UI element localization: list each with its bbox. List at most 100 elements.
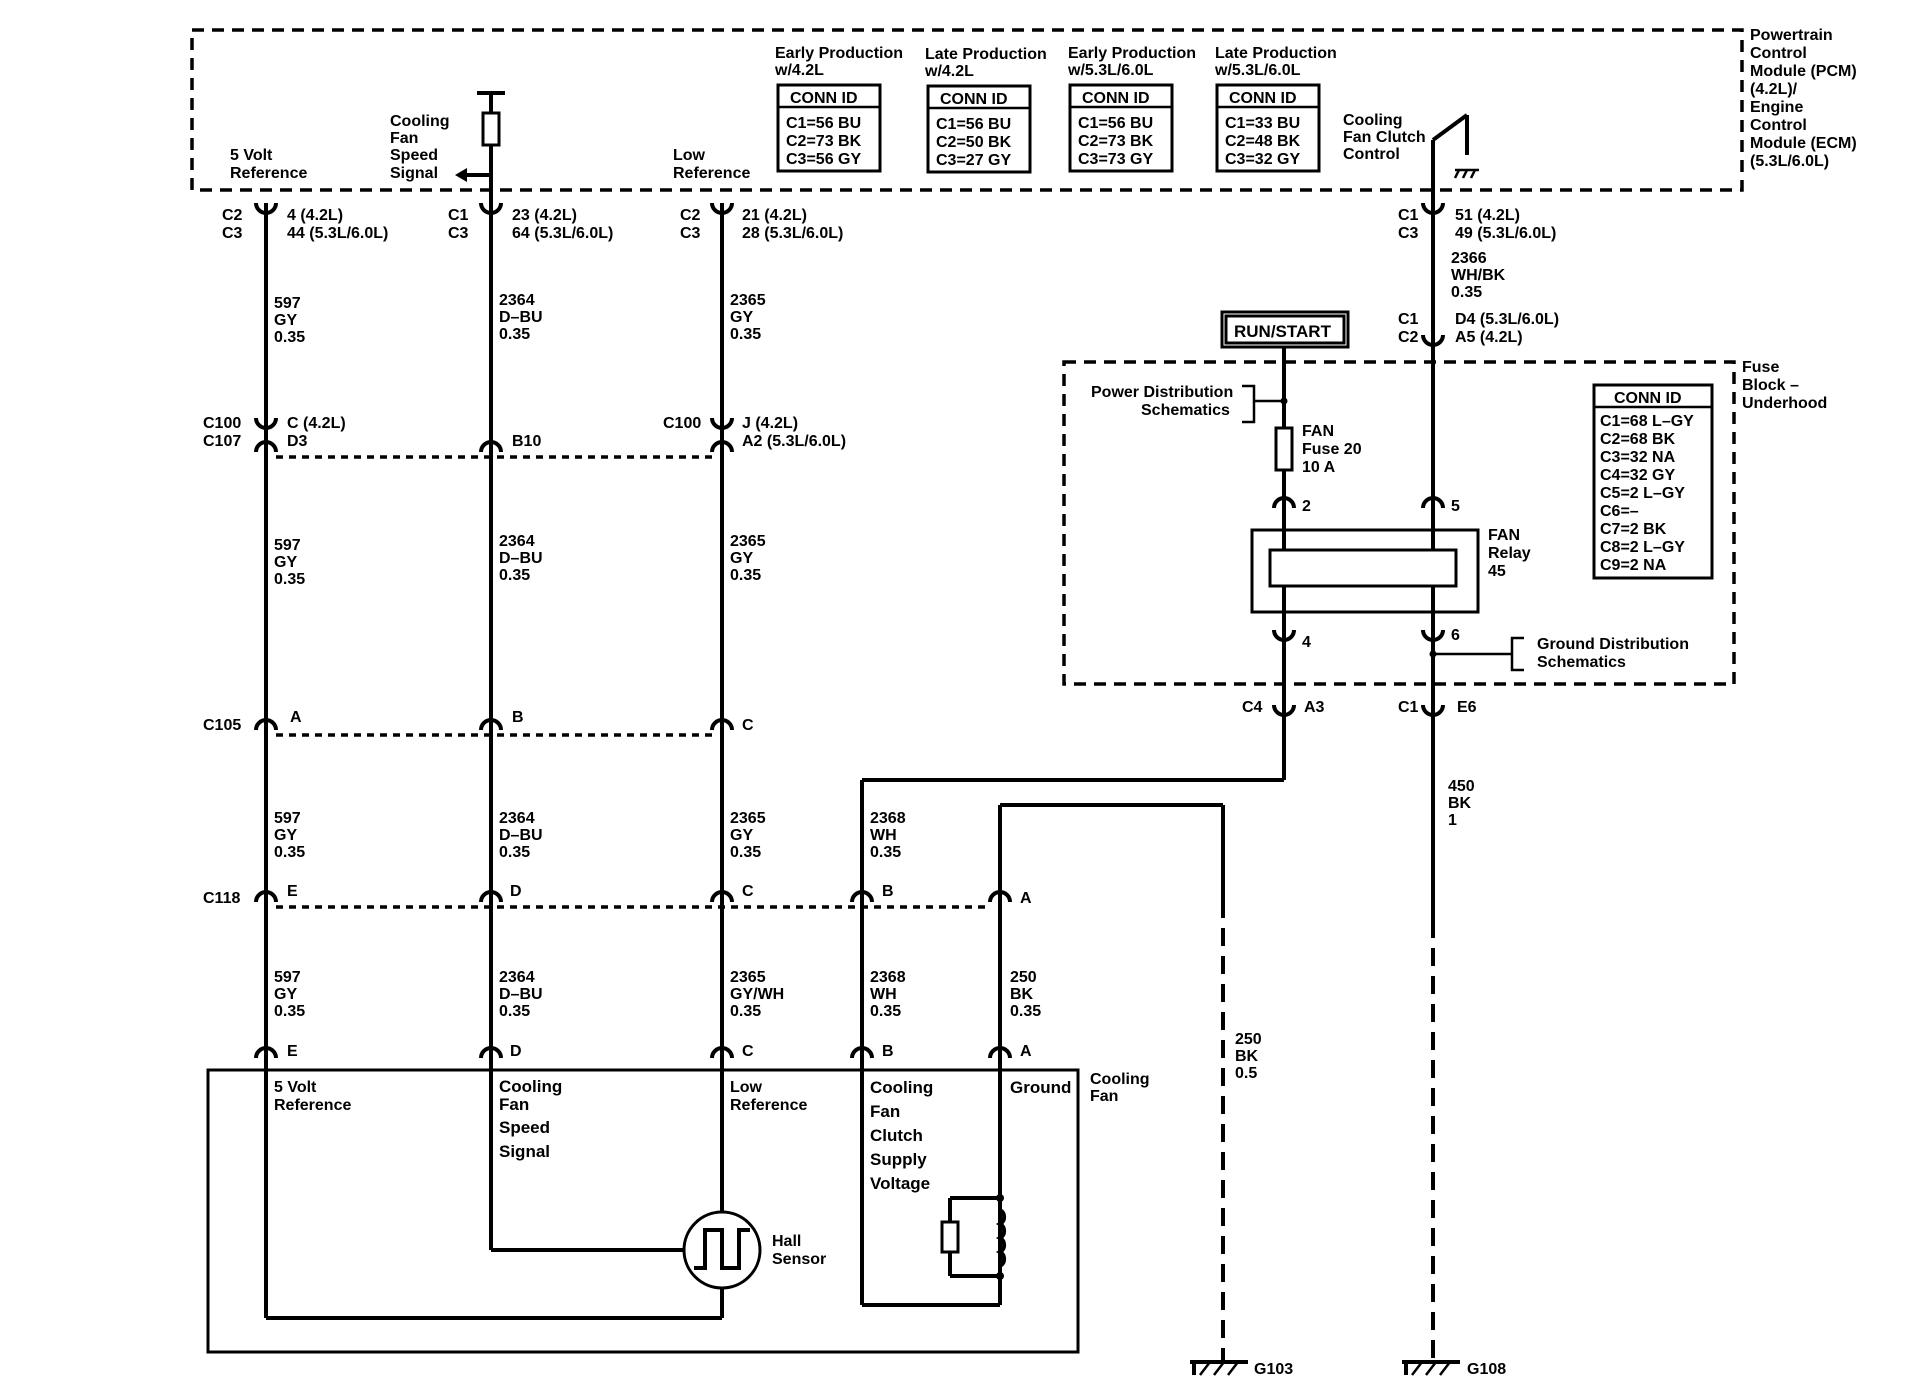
svg-text:C1: C1 xyxy=(448,207,469,224)
svg-text:250: 250 xyxy=(1235,1031,1262,1048)
inline-c100-c107-labels: C100 C107 C (4.2L) D3 B10 C100 J (4.2L) … xyxy=(203,415,846,450)
pcm-low-reference-label: Low Reference xyxy=(673,147,750,182)
svg-text:Cooling: Cooling xyxy=(499,1077,562,1096)
svg-text:597: 597 xyxy=(274,537,301,554)
svg-text:WH/BK: WH/BK xyxy=(1451,267,1506,284)
svg-text:Cooling: Cooling xyxy=(1090,1071,1150,1088)
svg-text:5 Volt: 5 Volt xyxy=(230,147,273,164)
svg-text:C3: C3 xyxy=(222,225,243,242)
svg-text:E: E xyxy=(287,1043,298,1060)
svg-text:C2=73 BK: C2=73 BK xyxy=(1078,133,1154,150)
inline-connector-links xyxy=(276,455,990,909)
cooling-fan-label: Cooling Fan xyxy=(1090,1071,1150,1105)
fan-relay-icon xyxy=(1250,508,1480,630)
inline-c105-labels: C105 A B C xyxy=(203,709,754,734)
svg-text:Module (PCM): Module (PCM) xyxy=(1750,63,1857,80)
svg-text:0.35: 0.35 xyxy=(730,326,761,343)
svg-text:A2 (5.3L/6.0L): A2 (5.3L/6.0L) xyxy=(742,433,846,450)
wire-2365 xyxy=(266,203,724,1320)
svg-text:2: 2 xyxy=(1302,498,1311,515)
svg-text:C3=73 GY: C3=73 GY xyxy=(1078,151,1153,168)
svg-text:28 (5.3L/6.0L): 28 (5.3L/6.0L) xyxy=(742,225,843,242)
svg-text:CONN ID: CONN ID xyxy=(790,90,858,107)
pcm-module-label: Powertrain Control Module (PCM) (4.2L)/ … xyxy=(1750,27,1857,170)
svg-text:Fan: Fan xyxy=(1090,1088,1118,1105)
svg-text:C: C xyxy=(742,1043,754,1060)
ground-g108-label: G108 xyxy=(1467,1361,1506,1378)
svg-text:Control: Control xyxy=(1750,45,1807,62)
svg-text:w/5.3L/6.0L: w/5.3L/6.0L xyxy=(1067,62,1154,79)
pcm-pin-labels-2365: C2 C3 21 (4.2L) 28 (5.3L/6.0L) xyxy=(680,207,843,242)
svg-text:0.35: 0.35 xyxy=(730,844,761,861)
clutch-coil-icon xyxy=(940,1194,1007,1280)
svg-text:C1: C1 xyxy=(1398,699,1419,716)
svg-text:Reference: Reference xyxy=(730,1097,807,1114)
svg-text:0.35: 0.35 xyxy=(870,1003,901,1020)
svg-text:C7=2 BK: C7=2 BK xyxy=(1600,521,1667,538)
inline-c118-labels: C118 E D C B A xyxy=(203,883,1032,907)
svg-text:CONN ID: CONN ID xyxy=(1229,90,1297,107)
svg-text:D: D xyxy=(510,1043,522,1060)
ground-g103-label: G103 xyxy=(1254,1361,1293,1378)
svg-text:C5=2 L–GY: C5=2 L–GY xyxy=(1600,485,1685,502)
svg-text:Fan: Fan xyxy=(390,130,418,147)
svg-text:C3: C3 xyxy=(680,225,701,242)
svg-text:Speed: Speed xyxy=(499,1118,550,1137)
fan-5v-reference-label: 5 Volt Reference xyxy=(274,1079,351,1114)
svg-text:Engine: Engine xyxy=(1750,99,1803,116)
signal-arrow-icon xyxy=(455,168,491,182)
svg-text:A: A xyxy=(1020,890,1032,907)
svg-text:BK: BK xyxy=(1448,795,1472,812)
svg-text:51 (4.2L): 51 (4.2L) xyxy=(1455,207,1520,224)
svg-text:C1=56 BU: C1=56 BU xyxy=(1078,115,1153,132)
pcm-pin-labels-2364: C1 C3 23 (4.2L) 64 (5.3L/6.0L) xyxy=(448,207,613,242)
ground-g108-icon xyxy=(1402,1360,1460,1376)
svg-text:A3: A3 xyxy=(1304,699,1325,716)
svg-text:C1=33 BU: C1=33 BU xyxy=(1225,115,1300,132)
fuse-bottom-pin-labels: C4 A3 C1 E6 xyxy=(1242,699,1477,716)
svg-text:Module (ECM): Module (ECM) xyxy=(1750,135,1857,152)
svg-text:(5.3L/6.0L): (5.3L/6.0L) xyxy=(1750,153,1829,170)
conn-id-table-late-42: Late Production w/4.2L CONN ID C1=56 BU … xyxy=(924,46,1047,174)
svg-text:C4=32 GY: C4=32 GY xyxy=(1600,467,1675,484)
svg-text:Fuse 20: Fuse 20 xyxy=(1302,441,1362,458)
svg-text:21 (4.2L): 21 (4.2L) xyxy=(742,207,807,224)
svg-text:5 Volt: 5 Volt xyxy=(274,1079,317,1096)
svg-text:C3: C3 xyxy=(1398,225,1419,242)
svg-text:GY: GY xyxy=(730,309,753,326)
fuse-block-outline xyxy=(1062,360,1736,686)
wire-label-2368-seg1: 2368 WH 0.35 xyxy=(870,810,906,861)
svg-text:0.35: 0.35 xyxy=(730,567,761,584)
svg-text:C1=68 L–GY: C1=68 L–GY xyxy=(1600,413,1694,430)
svg-text:Control: Control xyxy=(1343,146,1400,163)
hall-sensor-icon xyxy=(682,1210,762,1290)
pcm-module-outline xyxy=(190,28,1744,192)
svg-text:2364: 2364 xyxy=(499,969,535,986)
svg-text:C9=2 NA: C9=2 NA xyxy=(1600,557,1667,574)
svg-text:C2: C2 xyxy=(680,207,701,224)
svg-text:Clutch: Clutch xyxy=(870,1126,923,1145)
svg-text:44 (5.3L/6.0L): 44 (5.3L/6.0L) xyxy=(287,225,388,242)
wire-label-2364-seg4: 2364 D–BU 0.35 xyxy=(499,969,543,1020)
svg-text:0.35: 0.35 xyxy=(499,326,530,343)
fuse-conn-id-table: CONN ID C1=68 L–GY C2=68 BK C3=32 NA C4=… xyxy=(1592,383,1714,580)
svg-text:0.35: 0.35 xyxy=(274,844,305,861)
svg-text:Cooling: Cooling xyxy=(870,1078,933,1097)
svg-text:10 A: 10 A xyxy=(1302,459,1336,476)
svg-text:Early Production: Early Production xyxy=(1068,45,1196,62)
wire-label-450: 450 BK 1 xyxy=(1448,778,1475,829)
svg-text:Fan: Fan xyxy=(499,1095,529,1114)
pullup-resistor-icon xyxy=(477,91,505,203)
svg-text:C100: C100 xyxy=(203,415,241,432)
svg-text:GY: GY xyxy=(274,986,297,1003)
svg-text:C: C xyxy=(742,883,754,900)
svg-text:Speed: Speed xyxy=(390,147,438,164)
svg-text:Reference: Reference xyxy=(673,165,750,182)
wire-label-2365-seg1: 2365 GY 0.35 xyxy=(730,292,766,343)
svg-text:Fan: Fan xyxy=(870,1102,900,1121)
ground-distribution-label: Ground Distribution Schematics xyxy=(1429,636,1689,672)
svg-text:Signal: Signal xyxy=(499,1142,550,1161)
wire-2364 xyxy=(489,203,694,1252)
svg-text:Low: Low xyxy=(730,1079,763,1096)
svg-text:Ground Distribution: Ground Distribution xyxy=(1537,636,1689,653)
